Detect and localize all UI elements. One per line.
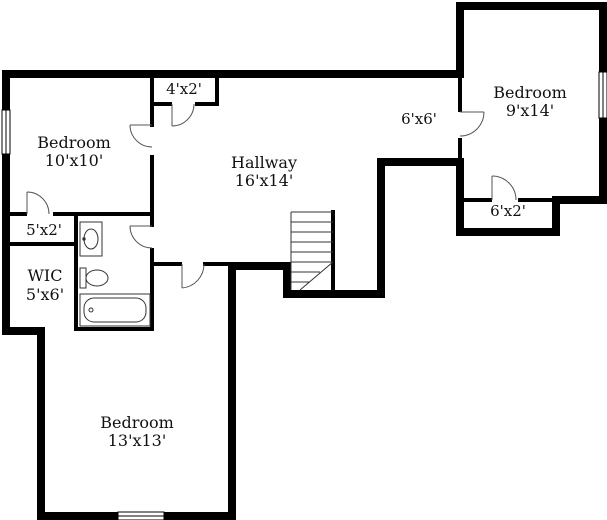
closet-size-right: 6'x2' bbox=[490, 202, 526, 220]
interior-walls bbox=[6, 76, 558, 331]
room-labels: Bedroom 10'x10' Hallway 16'x14' Bedroom … bbox=[26, 80, 567, 450]
door-closet-top bbox=[171, 103, 195, 127]
window-right bbox=[598, 71, 607, 119]
room-name-bedroom-right: Bedroom bbox=[493, 83, 567, 102]
doors bbox=[26, 103, 517, 289]
room-name-bedroom-left: Bedroom bbox=[37, 133, 111, 152]
closet-size-nook: 6'x6' bbox=[401, 110, 437, 128]
toilet-icon bbox=[79, 267, 109, 289]
room-size-hallway: 16'x14' bbox=[235, 171, 294, 190]
door-closet-left bbox=[26, 191, 50, 215]
room-name-hallway: Hallway bbox=[231, 153, 297, 172]
room-size-bedroom-left: 10'x10' bbox=[45, 151, 104, 170]
closet-size-top: 4'x2' bbox=[166, 80, 202, 98]
door-bottom-bedroom bbox=[181, 263, 205, 289]
sink-icon bbox=[79, 221, 103, 257]
room-size-wic: 5'x6' bbox=[26, 285, 64, 304]
bathroom-fixtures bbox=[79, 221, 151, 327]
closet-size-left: 5'x2' bbox=[26, 221, 62, 239]
bathtub-icon bbox=[79, 293, 151, 327]
door-closet-right bbox=[491, 175, 517, 201]
window-bottom bbox=[117, 511, 165, 520]
room-name-bedroom-bottom: Bedroom bbox=[100, 413, 174, 432]
room-size-bedroom-bottom: 13'x13' bbox=[108, 431, 167, 450]
door-left-bedroom bbox=[129, 124, 153, 148]
door-right-bedroom bbox=[459, 111, 485, 137]
room-name-wic: WIC bbox=[27, 266, 62, 285]
stairs bbox=[290, 211, 334, 291]
door-bathroom bbox=[129, 225, 153, 249]
window-left bbox=[1, 109, 11, 155]
room-size-bedroom-right: 9'x14' bbox=[506, 101, 554, 120]
